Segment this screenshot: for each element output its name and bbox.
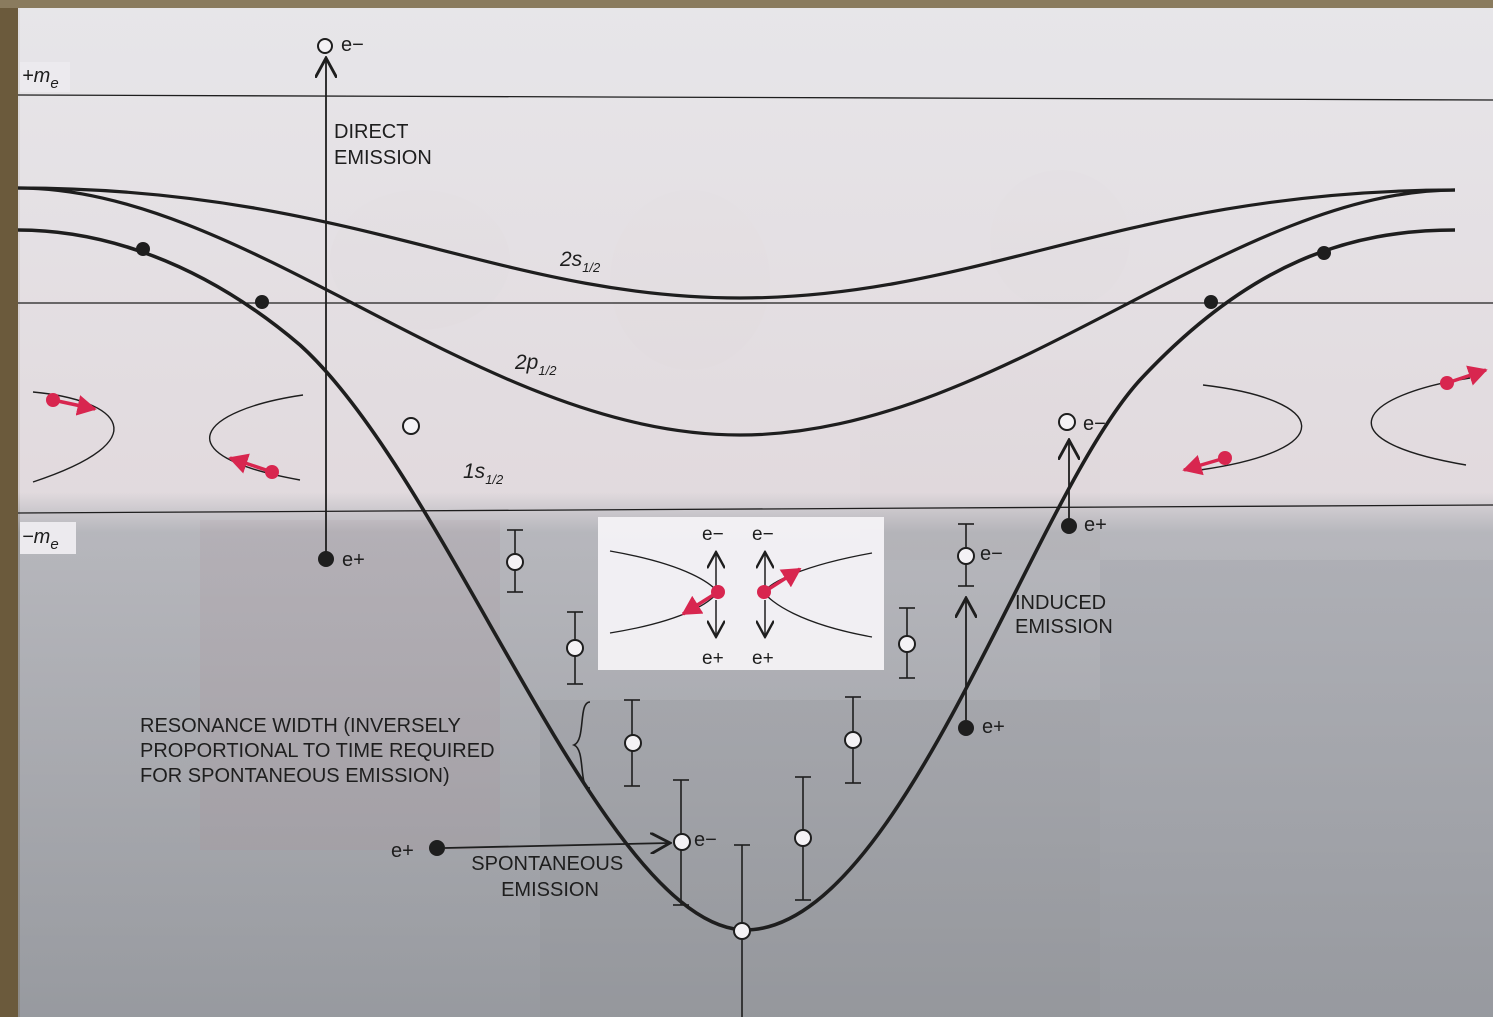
induced-emission-label: INDUCED EMISSION: [1015, 592, 1113, 638]
electron-label: e−: [702, 524, 724, 545]
velocity-arrow: [763, 567, 802, 594]
level-curve-2p: [17, 186, 1456, 437]
energy-line-minus-me: [17, 504, 1493, 514]
diagram-panel: [18, 8, 1493, 1017]
open-state-dot: [957, 547, 975, 565]
spontaneous-emission-label: SPONTANEOUS EMISSION: [471, 853, 628, 901]
photo-edge-left: [0, 0, 20, 1017]
positron-label: e+: [1084, 514, 1107, 536]
open-state-dot: [898, 635, 916, 653]
axis-label-minus-me: −me: [22, 526, 59, 553]
collision-sketch-right: [1182, 365, 1488, 476]
open-state-dot: [673, 833, 691, 851]
positron-label: e+: [702, 648, 724, 669]
open-state-dot: [733, 922, 751, 940]
positron-dot: [429, 840, 445, 856]
filled-state-dot: [1317, 246, 1331, 260]
positron-label: e+: [752, 648, 774, 669]
level-label-2p: 2p1/2: [514, 351, 557, 378]
spontaneous-emission-arrow: [429, 840, 670, 856]
open-state-dot: [624, 734, 642, 752]
positron-label: e+: [982, 716, 1005, 738]
positron-label: e+: [342, 549, 365, 571]
trajectory-curve: [209, 394, 304, 481]
velocity-arrow: [52, 395, 97, 416]
electron-label: e−: [752, 524, 774, 545]
velocity-arrow: [1182, 455, 1226, 476]
induced-emission-arrow-upper: [1061, 440, 1077, 534]
positron-dot: [958, 720, 974, 736]
positron-dot: [318, 551, 334, 567]
open-state-dot: [844, 731, 862, 749]
electron-dot-open: [317, 38, 333, 54]
open-state-dot: [1058, 413, 1076, 431]
velocity-arrow: [681, 590, 719, 616]
trajectory-curve: [1199, 384, 1303, 471]
level-label-2s: 2s1/2: [559, 248, 601, 275]
trajectory-curve: [32, 391, 115, 483]
label-box-minus-me: [20, 522, 76, 554]
open-state-dot: [506, 553, 524, 571]
electron-label: e−: [694, 829, 717, 851]
resonance-brace: [571, 701, 591, 789]
photo-edge-top: [0, 0, 1493, 8]
axis-label-plus-me: +me: [22, 65, 59, 92]
resonance-width-label: RESONANCE WIDTH (INVERSELY PROPORTIONAL …: [140, 715, 500, 787]
positron-label: e+: [391, 840, 414, 862]
label-box-plus-me: [20, 62, 70, 92]
open-state-dot: [566, 639, 584, 657]
positron-dot: [1061, 518, 1077, 534]
filled-state-dot: [136, 242, 150, 256]
velocity-arrow: [228, 453, 273, 474]
energy-line-plus-me: [17, 94, 1493, 101]
level-label-1s: 1s1/2: [463, 460, 504, 487]
filled-state-dot: [1204, 295, 1218, 309]
trajectory-curve: [1370, 377, 1471, 466]
induced-emission-arrow-lower: [958, 598, 974, 736]
collision-sketch-left: [32, 391, 304, 483]
electron-label: e−: [980, 543, 1003, 565]
electron-label: e−: [341, 34, 364, 56]
open-state-dot: [402, 417, 420, 435]
direct-emission-label: DIRECT EMISSION: [334, 121, 432, 169]
electron-label: e−: [1083, 413, 1106, 435]
inset-panel: [598, 517, 884, 670]
level-curve-2s: [17, 186, 1456, 300]
open-state-dot: [794, 829, 812, 847]
pair-creation-inset: [598, 517, 884, 670]
direct-emission-arrow: [317, 38, 334, 567]
velocity-arrow: [1446, 365, 1488, 386]
filled-state-dot: [255, 295, 269, 309]
